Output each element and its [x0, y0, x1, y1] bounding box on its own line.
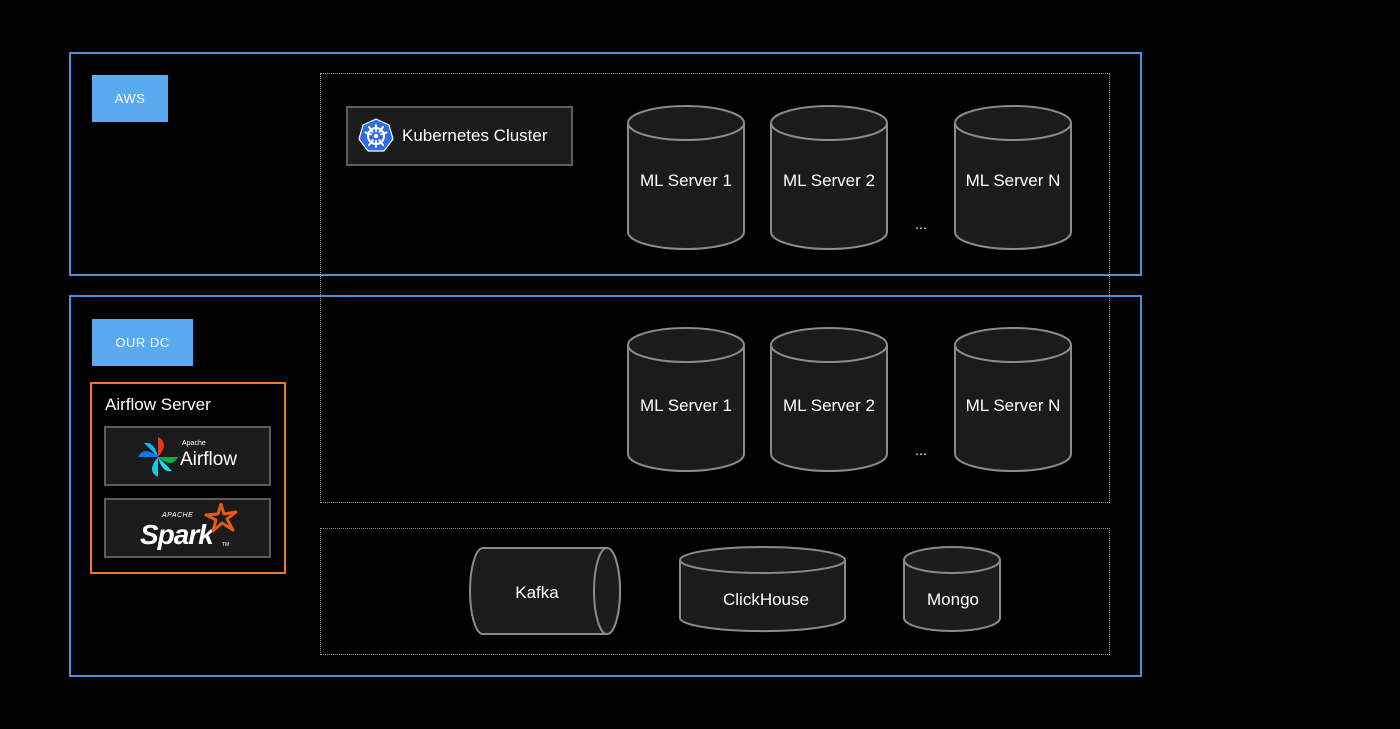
dc-ml-server-2-label: ML Server 2: [783, 396, 875, 415]
kafka-queue: Kafka: [469, 547, 621, 635]
dc-ml-server-n: ML Server N: [954, 327, 1072, 472]
airflow-logo-box: Apache Airflow: [104, 426, 271, 486]
kubernetes-cluster-label: Kubernetes Cluster: [402, 126, 548, 145]
dc-ml-server-1-label: ML Server 1: [640, 396, 732, 415]
airflow-logo-small-text: Apache: [182, 440, 206, 447]
airflow-server-title: Airflow Server: [105, 395, 211, 414]
kafka-label: Kafka: [515, 583, 559, 602]
dc-label: OUR DC: [92, 319, 193, 366]
aws-ml-server-1-label: ML Server 1: [640, 171, 732, 190]
mongo-label: Mongo: [927, 590, 979, 609]
dc-region: [69, 295, 1142, 677]
spark-logo-text: Spark: [140, 519, 214, 550]
airflow-server-box: [90, 382, 286, 574]
aws-ml-server-2-label: ML Server 2: [783, 171, 875, 190]
aws-region: [69, 52, 1142, 276]
spark-star-icon: [204, 502, 238, 533]
clickhouse-db: ClickHouse: [679, 546, 846, 633]
aws-ml-server-2: ML Server 2: [770, 105, 888, 250]
kubernetes-icon: [358, 118, 394, 154]
aws-label: AWS: [92, 75, 168, 122]
aws-ml-server-1: ML Server 1: [627, 105, 745, 250]
aws-ml-server-n-label: ML Server N: [966, 171, 1061, 190]
aws-ellipsis: ...: [915, 216, 927, 232]
kubernetes-cluster-box: Kubernetes Cluster: [346, 106, 573, 166]
airflow-logo-text: Airflow: [180, 449, 238, 470]
spark-logo-box: APACHE Spark TM: [104, 498, 271, 558]
dc-ml-server-2: ML Server 2: [770, 327, 888, 472]
spark-tm-text: TM: [222, 542, 230, 548]
storage-area: [320, 528, 1110, 655]
dc-ml-server-1: ML Server 1: [627, 327, 745, 472]
clickhouse-label: ClickHouse: [723, 590, 809, 609]
airflow-pinwheel-icon: [136, 435, 180, 479]
dc-ellipsis: ...: [915, 442, 927, 458]
dc-ml-server-n-label: ML Server N: [966, 396, 1061, 415]
kubernetes-cluster-area: [320, 73, 1110, 503]
aws-ml-server-n: ML Server N: [954, 105, 1072, 250]
spark-logo-small-text: APACHE: [162, 512, 194, 519]
mongo-db: Mongo: [903, 546, 1001, 632]
